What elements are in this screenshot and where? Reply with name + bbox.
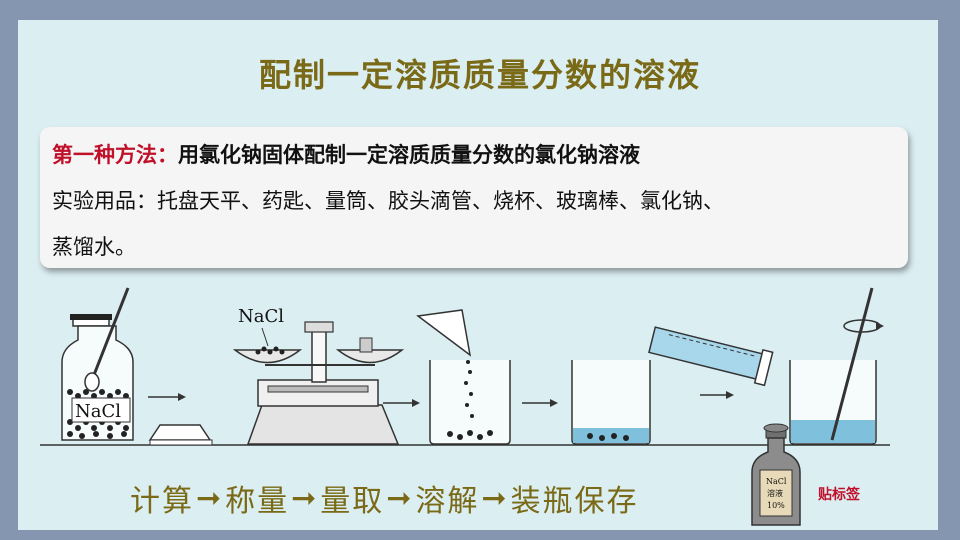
method-line: 第一种方法：用氯化钠固体配制一定溶质质量分数的氯化钠溶液 bbox=[52, 139, 640, 169]
bottle-label-line3: 10% bbox=[767, 501, 785, 510]
tag-label: 贴标签 bbox=[818, 487, 860, 503]
beaker-stirring-icon bbox=[789, 287, 884, 445]
step-arrow-icon: ➞ bbox=[386, 480, 414, 516]
step-dissolve: 溶解 bbox=[415, 484, 480, 519]
weighing-stand-icon bbox=[148, 424, 212, 441]
arrow-icon bbox=[700, 391, 734, 399]
balance-icon bbox=[232, 321, 405, 445]
step-bottle: 装瓶保存 bbox=[510, 484, 639, 519]
arrow-icon bbox=[383, 399, 420, 407]
step-calculate: 计算 bbox=[130, 484, 194, 519]
arrow-icon bbox=[148, 393, 186, 401]
step-arrow-icon: ➞ bbox=[196, 480, 224, 516]
reagent-bottle-icon bbox=[751, 423, 801, 526]
jar-label: NaCl bbox=[75, 401, 121, 422]
method-text: 用氯化钠固体配制一定溶质质量分数的氯化钠溶液 bbox=[178, 142, 640, 167]
step-weigh: 称量 bbox=[225, 484, 290, 519]
step-arrow-icon: ➞ bbox=[481, 480, 509, 516]
step-arrow-icon: ➞ bbox=[291, 480, 319, 516]
materials-line-2: 蒸馏水。 bbox=[52, 235, 136, 259]
procedure-steps: 计算 ➞ 称量 ➞ 量取 ➞ 溶解 ➞ 装瓶保存 bbox=[130, 476, 639, 520]
beaker-cylinder-icon bbox=[571, 326, 774, 445]
arrow-icon bbox=[522, 399, 558, 407]
materials-line-1: 实验用品：托盘天平、药匙、量筒、胶头滴管、烧杯、玻璃棒、氯化钠、 bbox=[52, 189, 724, 213]
beaker-pouring-icon bbox=[416, 309, 511, 445]
method-label: 第一种方法： bbox=[52, 142, 178, 167]
reagent-jar-icon bbox=[61, 287, 134, 441]
step-measure: 量取 bbox=[320, 484, 385, 519]
balance-label: NaCl bbox=[238, 306, 284, 327]
method-card: 第一种方法：用氯化钠固体配制一定溶质质量分数的氯化钠溶液 实验用品：托盘天平、药… bbox=[40, 127, 908, 268]
bottle-label-line1: NaCl bbox=[766, 477, 787, 486]
bottle-label-line2: 溶液 bbox=[767, 488, 783, 498]
page-title: 配制一定溶质质量分数的溶液 bbox=[258, 56, 701, 94]
